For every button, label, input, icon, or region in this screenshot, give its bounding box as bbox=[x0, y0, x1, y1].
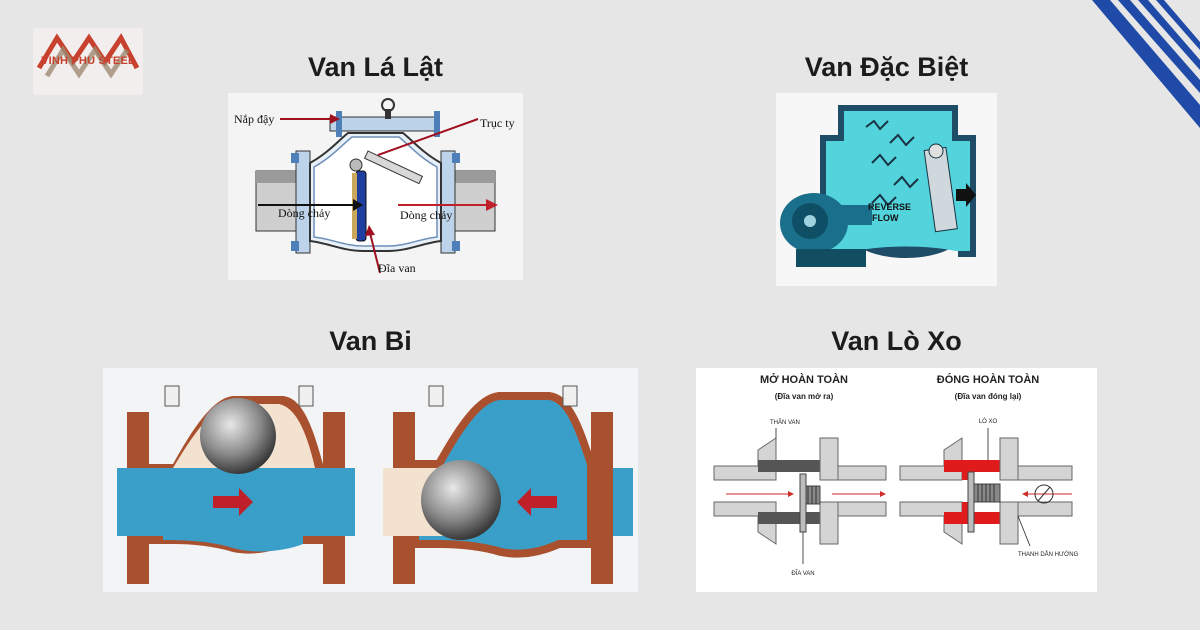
brand-logo-text: VINH PHU STEEL bbox=[41, 55, 135, 67]
spring-closed-heading: ĐÓNG HOÀN TOÀN bbox=[937, 373, 1040, 386]
spring-label-spring: LÒ XO bbox=[979, 418, 998, 425]
spring-open-heading: MỞ HOÀN TOÀN bbox=[760, 373, 848, 386]
swing-label-cover: Nắp đậy bbox=[234, 112, 274, 126]
swing-label-disc: Đĩa van bbox=[378, 261, 416, 275]
ball-valve-open bbox=[117, 385, 355, 584]
corner-stripes-decoration bbox=[1092, 0, 1200, 128]
spring-valve-open: THÂN VAN ĐĨA VAN bbox=[713, 419, 887, 577]
swing-label-flow-out: Dòng chảy bbox=[400, 208, 452, 222]
title-swing-valve: Van Lá Lật bbox=[307, 52, 444, 82]
swing-valve-diagram: Nắp đậy Trục ty Dòng chảy Dòng chảy Đĩa … bbox=[228, 93, 523, 280]
spring-valve-closed: LÒ XO THANH DẪN HƯỚNG bbox=[899, 418, 1079, 558]
special-valve-diagram: REVERSE FLOW bbox=[776, 93, 997, 286]
spring-open-subheading: (Đĩa van mở ra) bbox=[775, 392, 834, 401]
swing-label-flow-in: Dòng chảy bbox=[278, 206, 330, 220]
ball-valve-closed bbox=[383, 385, 633, 584]
special-label-flow: FLOW bbox=[872, 213, 899, 223]
spring-closed-subheading: (Đĩa van đóng lại) bbox=[955, 392, 1022, 401]
title-ball-valve: Van Bi bbox=[329, 326, 412, 356]
spring-valve-diagram: MỞ HOÀN TOÀN (Đĩa van mở ra) ĐÓNG HOÀN T… bbox=[696, 368, 1097, 592]
brand-logo: VINH PHU STEEL bbox=[33, 28, 143, 95]
swing-label-shaft: Trục ty bbox=[480, 116, 515, 130]
title-special-valve: Van Đặc Biệt bbox=[804, 52, 969, 82]
special-label-reverse: REVERSE bbox=[868, 202, 911, 212]
spring-label-body: THÂN VAN bbox=[770, 419, 800, 426]
ball-valve-diagram bbox=[103, 368, 638, 592]
brand-mark-icon bbox=[36, 33, 140, 79]
spring-label-disc: ĐĨA VAN bbox=[791, 570, 814, 577]
title-spring-valve: Van Lò Xo bbox=[831, 326, 962, 356]
spring-label-guide: THANH DẪN HƯỚNG bbox=[1018, 551, 1079, 558]
